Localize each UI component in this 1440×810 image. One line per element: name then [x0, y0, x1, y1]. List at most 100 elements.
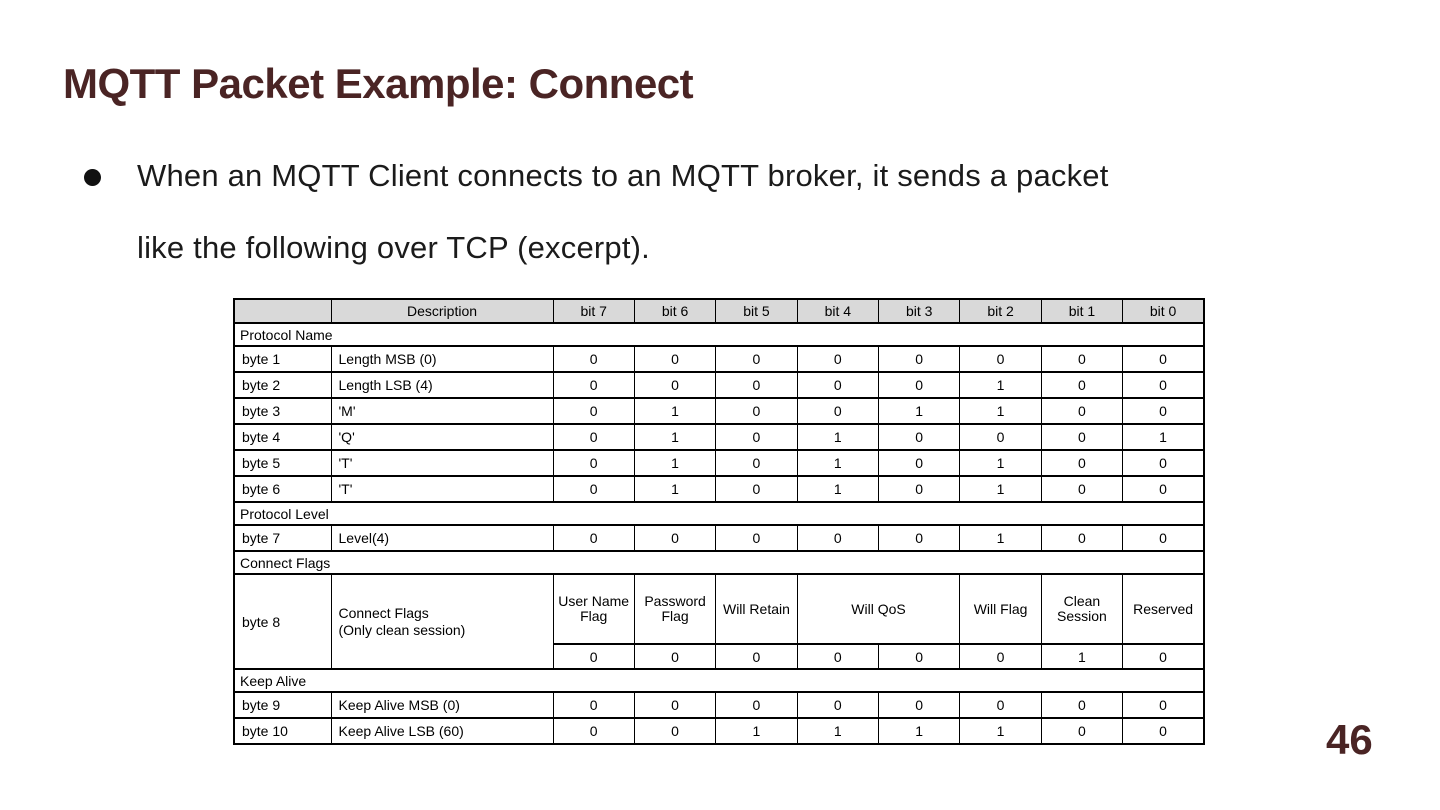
- bit-2-value: 0: [959, 691, 1042, 719]
- flag-label-will-retain: Will Retain: [715, 573, 798, 645]
- bit-4-value: 1: [796, 475, 880, 503]
- col-header-bit-6: bit 6: [633, 298, 717, 324]
- description-line: Connect Flags: [338, 604, 429, 621]
- description-cell: Level(4): [330, 524, 554, 552]
- bit-3-value: 0: [877, 524, 961, 552]
- bit-7-value: 0: [552, 397, 635, 425]
- bit-0-value: 0: [1122, 449, 1205, 477]
- bit-3-value: 0: [877, 643, 961, 670]
- bit-5-value: 0: [715, 449, 798, 477]
- bit-7-value: 0: [552, 423, 635, 451]
- bit-5-value: 0: [715, 423, 798, 451]
- bit-6-value: 1: [633, 449, 717, 477]
- bit-7-value: 0: [552, 524, 635, 552]
- col-header-bit-1: bit 1: [1040, 298, 1124, 324]
- bit-0-value: 0: [1122, 397, 1205, 425]
- bit-5-value: 0: [715, 397, 798, 425]
- bit-4-value: 1: [796, 423, 880, 451]
- bit-3-value: 0: [877, 345, 961, 373]
- bit-6-value: 0: [633, 345, 717, 373]
- page-number: 46: [1326, 716, 1373, 763]
- description-cell: 'Q': [330, 423, 554, 451]
- col-header-bit-3: bit 3: [877, 298, 961, 324]
- bullet-item: When an MQTT Client connects to an MQTT …: [84, 140, 1109, 284]
- section-row: Connect Flags: [233, 550, 1205, 575]
- bit-6-value: 0: [633, 371, 717, 399]
- bit-0-value: 0: [1122, 643, 1205, 670]
- bit-0-value: 0: [1122, 475, 1205, 503]
- col-header-bit-4: bit 4: [796, 298, 880, 324]
- description-cell: Length LSB (4): [330, 371, 554, 399]
- bit-6-value: 0: [633, 717, 717, 745]
- flag-label-user-name-flag: User Name Flag: [552, 573, 635, 645]
- section-row: Protocol Name: [233, 322, 1205, 347]
- bit-6-value: 1: [633, 475, 717, 503]
- byte-label: byte 2: [233, 371, 332, 399]
- bit-4-value: 0: [796, 524, 880, 552]
- section-label: Protocol Level: [233, 501, 1205, 526]
- byte-label: byte 9: [233, 691, 332, 719]
- bit-1-value: 0: [1040, 717, 1124, 745]
- bit-2-value: 1: [959, 449, 1042, 477]
- bit-3-value: 0: [877, 371, 961, 399]
- col-header-bit-7: bit 7: [552, 298, 635, 324]
- bit-7-value: 0: [552, 371, 635, 399]
- bit-5-value: 0: [715, 524, 798, 552]
- bit-6-value: 1: [633, 397, 717, 425]
- bit-2-value: 1: [959, 717, 1042, 745]
- bullet-text: When an MQTT Client connects to an MQTT …: [137, 140, 1109, 284]
- description-line: (Only clean session): [338, 621, 466, 638]
- bit-6-value: 0: [633, 643, 717, 670]
- description-cell: 'M': [330, 397, 554, 425]
- bit-7-value: 0: [552, 691, 635, 719]
- bit-6-value: 1: [633, 423, 717, 451]
- bit-3-value: 0: [877, 475, 961, 503]
- bit-7-value: 0: [552, 717, 635, 745]
- bit-7-value: 0: [552, 449, 635, 477]
- bit-1-value: 0: [1040, 449, 1124, 477]
- bit-5-value: 0: [715, 643, 798, 670]
- bit-4-value: 0: [796, 371, 880, 399]
- description-cell: Keep Alive LSB (60): [330, 717, 554, 745]
- bit-0-value: 0: [1122, 524, 1205, 552]
- col-header-bit-0: bit 0: [1122, 298, 1205, 324]
- flag-label-reserved: Reserved: [1122, 573, 1205, 645]
- bit-2-value: 0: [959, 423, 1042, 451]
- bit-1-value: 0: [1040, 397, 1124, 425]
- bit-1-value: 0: [1040, 691, 1124, 719]
- section-row: Keep Alive: [233, 668, 1205, 693]
- bit-3-value: 0: [877, 423, 961, 451]
- bit-7-value: 0: [552, 475, 635, 503]
- byte-label: byte 5: [233, 449, 332, 477]
- flag-label-clean-session: Clean Session: [1040, 573, 1124, 645]
- bit-3-value: 0: [877, 449, 961, 477]
- bit-2-value: 1: [959, 371, 1042, 399]
- section-label: Protocol Name: [233, 322, 1205, 347]
- description-cell: 'T': [330, 449, 554, 477]
- bit-0-value: 0: [1122, 717, 1205, 745]
- bit-4-value: 0: [796, 345, 880, 373]
- bit-1-value: 0: [1040, 524, 1124, 552]
- bit-0-value: 1: [1122, 423, 1205, 451]
- bit-1-value: 0: [1040, 423, 1124, 451]
- section-label: Connect Flags: [233, 550, 1205, 575]
- description-cell: Connect Flags(Only clean session): [330, 573, 554, 670]
- bit-6-value: 0: [633, 524, 717, 552]
- bit-3-value: 0: [877, 691, 961, 719]
- bit-2-value: 1: [959, 524, 1042, 552]
- byte-label: byte 10: [233, 717, 332, 745]
- bit-4-value: 1: [796, 449, 880, 477]
- flag-label-password-flag: Password Flag: [633, 573, 717, 645]
- description-cell: Keep Alive MSB (0): [330, 691, 554, 719]
- corner-header-cell: [233, 298, 332, 324]
